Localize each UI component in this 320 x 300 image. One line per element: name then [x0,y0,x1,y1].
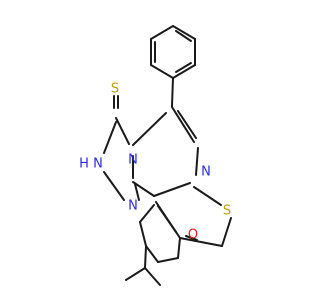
triazole-bond [115,117,130,145]
atom-s-thiophene: S [223,204,231,219]
phenyl-double-bond [175,30,192,42]
isopropyl-bond [144,245,147,269]
atom-o: O [188,228,198,243]
atom-h: H [79,157,89,172]
phenyl-bond [172,25,196,40]
phenyl-bond [172,64,196,79]
phenyl-double-bond [175,62,192,73]
thiophene-bond [179,237,223,247]
triazole-bond [103,171,125,201]
phenyl-link-bond [171,77,174,107]
bond-layer [103,25,232,286]
thiophene-bond [221,217,232,247]
pyran-o-bond [185,235,198,241]
ring-bond [132,112,167,146]
phenyl-bond [150,64,174,79]
ring-bond [195,147,199,176]
ring-bond [153,182,191,197]
atom-n-ring-c: N [201,165,211,180]
pyran-bond [177,237,181,259]
pyran-bond [157,257,179,263]
atom-n-h: N [93,157,103,172]
isopropyl-bond [125,267,146,281]
ring-double-bond [177,110,197,139]
thiophene-bond [193,186,222,206]
phenyl-bond [150,25,174,40]
triazole-bond [103,121,117,154]
atom-layer: S N N H N N S O [79,82,231,243]
triazole-bond [134,183,140,201]
ring-bond [171,106,195,143]
molecule-structure: S N N H N N S O [79,25,232,286]
pyran-bond [139,221,147,247]
thiophene-double-bond [157,205,177,233]
isopropyl-bond [144,267,161,286]
atom-n-ring-b: N [128,199,138,214]
ring-bond [132,181,155,197]
pyran-bond [145,245,159,263]
atom-s-thione: S [111,82,119,97]
atom-n-ring-a: N [128,153,138,168]
pyran-bond [139,204,155,223]
